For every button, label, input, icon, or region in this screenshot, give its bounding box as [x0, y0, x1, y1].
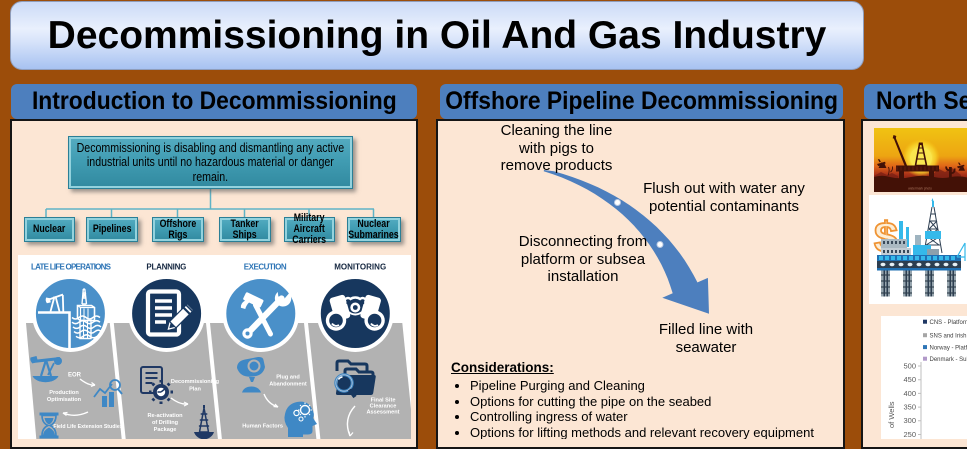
svg-text:Production: Production	[49, 390, 79, 396]
svg-text:500: 500	[903, 361, 916, 370]
svg-text:EOR: EOR	[68, 373, 82, 379]
svg-text:Plug and: Plug and	[276, 375, 300, 381]
svg-text:of Wells: of Wells	[887, 401, 896, 428]
svg-text:Denmark - Subse: Denmark - Subse	[930, 357, 967, 363]
svg-text:Norway - Platfor: Norway - Platfor	[930, 345, 967, 351]
svg-text:EXECUTION: EXECUTION	[244, 263, 287, 272]
svg-text:SNS and Irish Se: SNS and Irish Se	[930, 334, 967, 340]
svg-text:Plan: Plan	[189, 387, 201, 393]
svg-text:watermark photo: watermark photo	[908, 187, 932, 191]
svg-text:250: 250	[903, 430, 916, 439]
svg-text:MONITORING: MONITORING	[334, 263, 386, 272]
svg-text:300: 300	[903, 416, 916, 425]
svg-text:Assessment: Assessment	[367, 410, 400, 416]
svg-text:Decommissioning: Decommissioning	[171, 379, 220, 385]
svg-text:Field Life Extension Studies: Field Life Extension Studies	[53, 424, 122, 430]
svg-text:CNS - Platform W: CNS - Platform W	[930, 320, 967, 326]
svg-text:LATE LIFE OPERATIONS: LATE LIFE OPERATIONS	[31, 263, 112, 272]
svg-text:PLANNING: PLANNING	[146, 263, 186, 272]
svg-text:Human Factors: Human Factors	[242, 424, 283, 430]
svg-text:Abandonment: Abandonment	[269, 382, 307, 388]
svg-text:Package: Package	[154, 427, 177, 433]
svg-text:Re-activation: Re-activation	[147, 413, 183, 419]
svg-text:400: 400	[903, 389, 916, 398]
svg-text:350: 350	[903, 403, 916, 412]
svg-text:450: 450	[903, 375, 916, 384]
svg-text:of Drilling: of Drilling	[152, 420, 179, 426]
svg-text:Optimisation: Optimisation	[47, 397, 82, 403]
